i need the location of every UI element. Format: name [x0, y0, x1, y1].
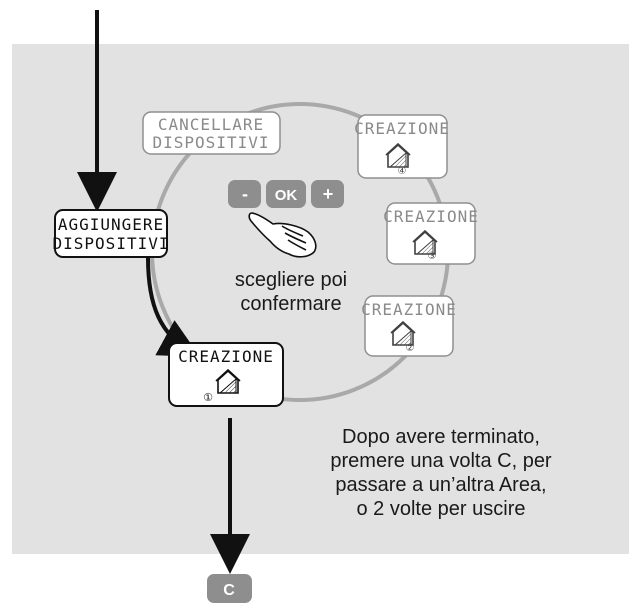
delete-devices-line-1: CANCELLARE — [158, 115, 264, 134]
add-devices-line-1: AGGIUNGERE — [58, 215, 164, 234]
area-number: ③ — [428, 251, 437, 262]
creation-area-4-display: CREAZIONE ④ — [354, 114, 450, 179]
creation-area-1-display: CREAZIONE ① — [168, 342, 284, 407]
creation-label: CREAZIONE — [361, 300, 457, 319]
area-number: ④ — [398, 166, 407, 177]
creation-label: CREAZIONE — [178, 347, 274, 366]
area-number: ① — [203, 391, 213, 404]
after-finish-line-2: premere una volta C, per — [330, 450, 552, 472]
ok-key-label: OK — [275, 187, 298, 204]
choose-confirm-line-1: scegliere poi — [235, 269, 347, 291]
delete-devices-display: CANCELLARE DISPOSITIVI — [142, 111, 281, 155]
plus-key[interactable]: + — [311, 180, 344, 208]
after-finish-line-1: Dopo avere terminato, — [342, 426, 540, 448]
area-number: ② — [406, 343, 415, 354]
c-key[interactable]: C — [207, 574, 252, 603]
creation-area-2-display: CREAZIONE ② — [361, 295, 457, 357]
background-panel — [12, 44, 629, 554]
choose-confirm-line-2: confermare — [240, 293, 341, 315]
creation-area-3-display: CREAZIONE ③ — [383, 202, 479, 265]
after-finish-line-3: passare a un’altra Area, — [335, 474, 546, 496]
minus-key[interactable]: - — [228, 180, 261, 208]
add-devices-display: AGGIUNGERE DISPOSITIVI — [53, 209, 170, 258]
delete-devices-line-2: DISPOSITIVI — [153, 133, 270, 152]
after-finish-line-4: o 2 volte per uscire — [357, 498, 526, 520]
ok-key[interactable]: OK — [266, 180, 306, 208]
add-devices-line-2: DISPOSITIVI — [53, 234, 170, 253]
c-key-label: C — [223, 582, 235, 599]
plus-key-label: + — [323, 184, 334, 204]
pointing-hand-icon — [248, 212, 317, 258]
creation-label: CREAZIONE — [383, 207, 479, 226]
minus-key-label: - — [242, 184, 248, 204]
creation-label: CREAZIONE — [354, 119, 450, 138]
keypad: - OK + — [228, 180, 344, 208]
